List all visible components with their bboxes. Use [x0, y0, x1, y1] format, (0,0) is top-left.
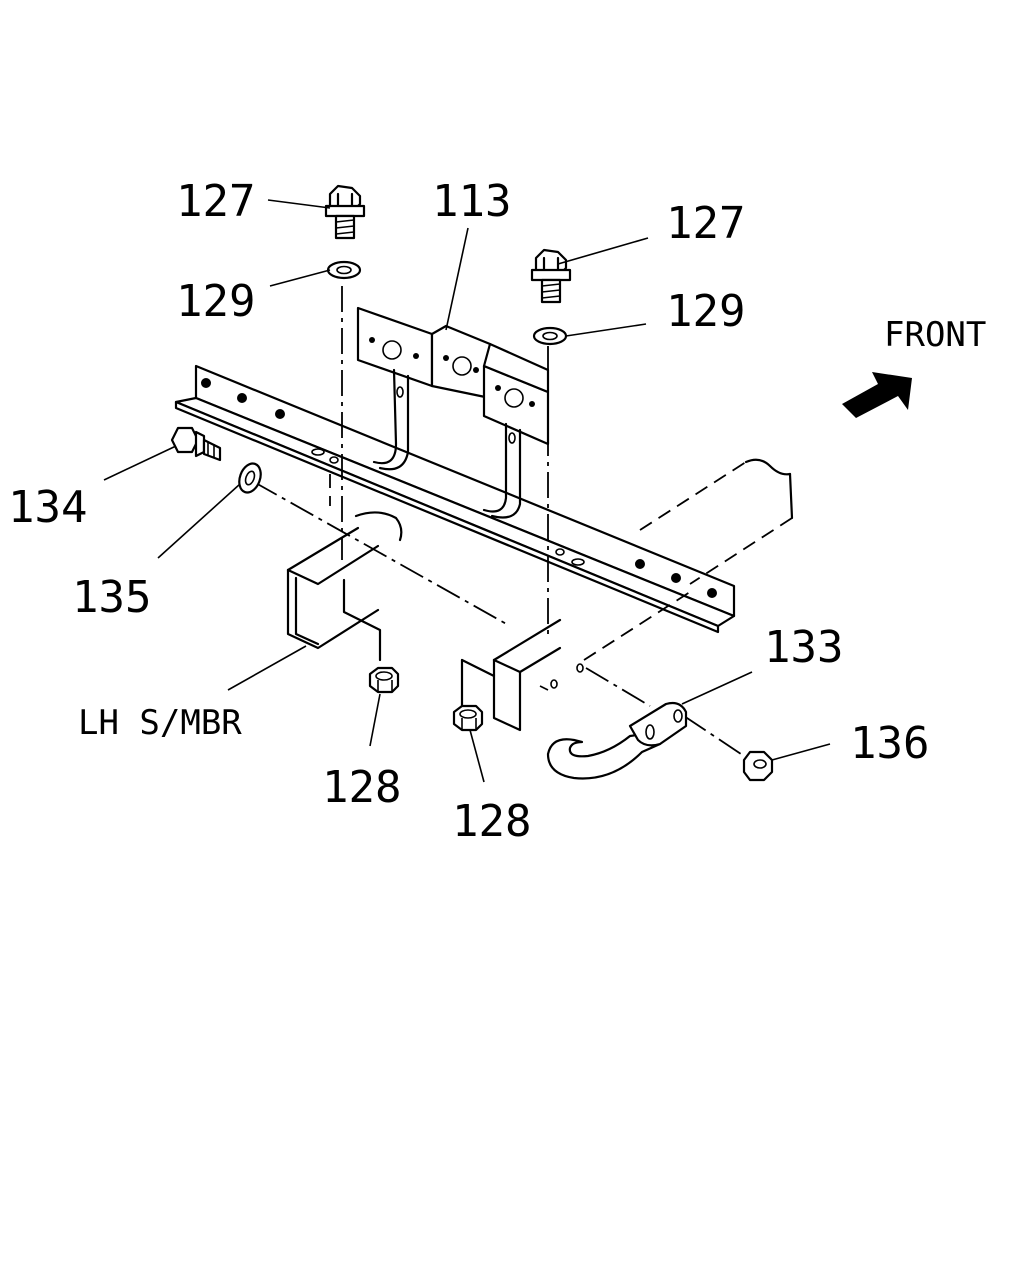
front-label: FRONT: [884, 315, 986, 355]
left-side-member: [286, 474, 403, 662]
callout-127-right: 127: [666, 198, 745, 249]
callout-113: 113: [432, 176, 511, 227]
leader-lines: [103, 199, 831, 783]
frame-rail: [583, 458, 794, 661]
callout-129-left: 129: [176, 276, 255, 327]
callout-133: 133: [764, 622, 843, 673]
tow-hook-133: [546, 701, 688, 780]
assembly-centerlines: [253, 286, 751, 761]
washer-129-right: [532, 326, 568, 346]
cross-member: [174, 364, 736, 634]
callout-135: 135: [72, 572, 151, 623]
bolt-127-left: [324, 184, 366, 240]
side-member-label: LH S/MBR: [78, 703, 242, 743]
callout-136: 136: [850, 718, 929, 769]
washer-135: [238, 462, 262, 494]
callout-129-right: 129: [666, 286, 745, 337]
nut-136: [742, 750, 774, 782]
callout-128-left: 128: [322, 762, 401, 813]
callout-127-left: 127: [176, 176, 255, 227]
front-arrow-icon: [842, 372, 912, 418]
bolt-127-right: [530, 248, 572, 304]
nut-128-right: [452, 704, 484, 732]
right-side-member: [460, 618, 584, 732]
nut-128-left: [368, 666, 400, 694]
washer-129-left: [326, 260, 362, 280]
bolt-134: [170, 426, 222, 462]
callout-134: 134: [8, 482, 87, 533]
callout-128-right: 128: [452, 796, 531, 847]
